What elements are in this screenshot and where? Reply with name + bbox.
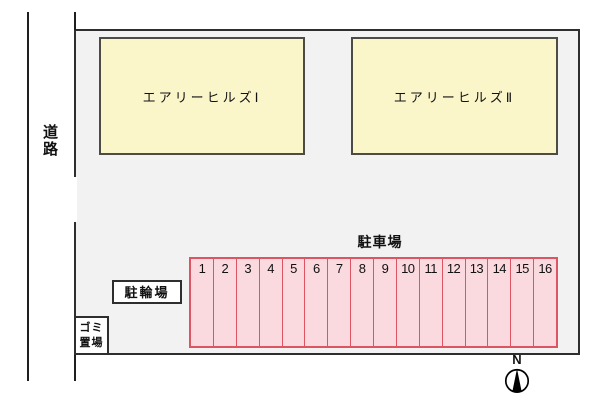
parking-space-4: 4 (258, 259, 282, 346)
parking-space-number: 15 (515, 261, 529, 276)
parking-space-number: 5 (290, 261, 297, 276)
parking-space-5: 5 (281, 259, 305, 346)
building-2: エアリーヒルズⅡ (351, 37, 558, 155)
building-1: エアリーヒルズⅠ (99, 37, 305, 155)
bicycle-parking-box: 駐輪場 (112, 280, 182, 304)
parking-space-number: 8 (358, 261, 366, 276)
parking-space-6: 6 (304, 259, 327, 346)
compass: N (500, 353, 534, 394)
parking-space-1: 1 (191, 259, 213, 346)
parking-space-number: 11 (424, 261, 437, 276)
parking-space-number: 16 (538, 261, 552, 276)
road-edge-line-right-top (74, 12, 76, 30)
parking-space-9: 9 (373, 259, 396, 346)
parking-space-number: 7 (335, 261, 343, 276)
parking-space-number: 14 (492, 261, 507, 276)
parking-space-number: 9 (381, 261, 389, 276)
garbage-area-label-line2: 置場 (79, 336, 104, 349)
compass-north-label: N (512, 352, 522, 367)
compass-needle-icon (504, 368, 530, 393)
parking-space-number: 1 (198, 261, 206, 276)
building-1-label: エアリーヒルズⅠ (142, 89, 262, 105)
parking-space-7: 7 (327, 259, 350, 346)
road-label: 道路 (42, 124, 58, 159)
parking-space-15: 15 (510, 259, 533, 346)
parking-space-11: 11 (418, 259, 442, 346)
parking-space-number: 10 (401, 261, 415, 276)
road-edge-line-left (27, 12, 29, 381)
parking-space-number: 4 (267, 261, 274, 276)
garbage-area-box: ゴミ 置場 (74, 316, 109, 355)
entrance-gap (73, 177, 77, 222)
parking-space-number: 13 (469, 261, 484, 276)
parking-space-number: 6 (312, 261, 320, 276)
building-2-label: エアリーヒルズⅡ (393, 89, 516, 105)
parking-space-number: 12 (446, 261, 461, 276)
parking-space-12: 12 (441, 259, 465, 346)
garbage-area-label-line1: ゴミ (79, 321, 104, 334)
parking-lot-label: 駐車場 (357, 234, 403, 250)
parking-space-number: 2 (221, 261, 229, 276)
parking-space-10: 10 (395, 259, 419, 346)
parking-space-3: 3 (235, 259, 259, 346)
parking-space-13: 13 (464, 259, 488, 346)
parking-space-14: 14 (487, 259, 510, 346)
parking-space-16: 16 (533, 259, 556, 346)
bicycle-parking-label: 駐輪場 (124, 284, 170, 300)
road-edge-line-right-bottom (74, 354, 76, 381)
parking-space-number: 3 (244, 261, 252, 276)
parking-space-8: 8 (350, 259, 373, 346)
parking-space-2: 2 (212, 259, 236, 346)
